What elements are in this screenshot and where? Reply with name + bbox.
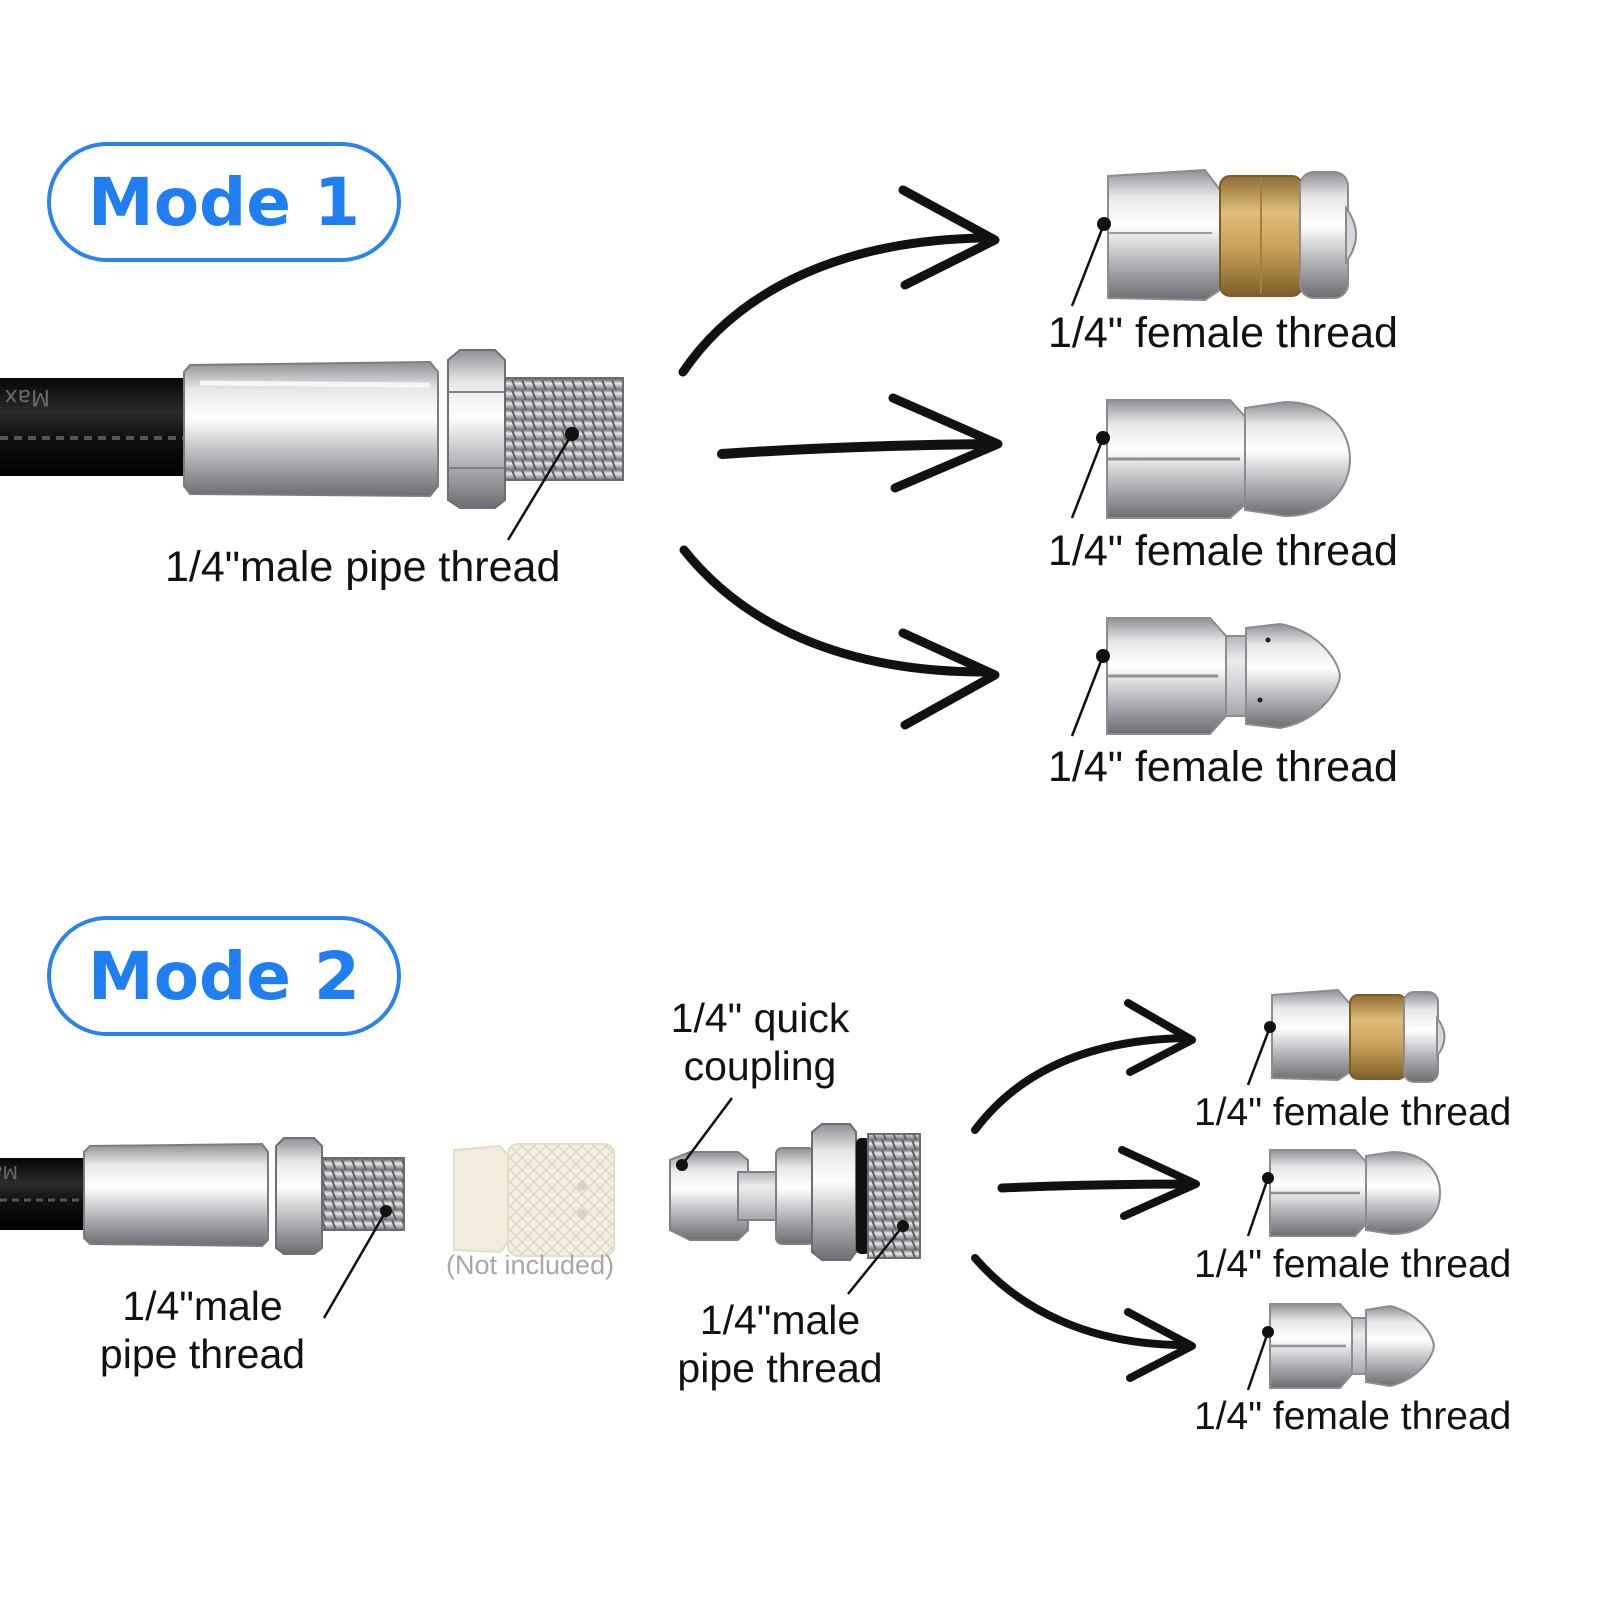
mode2-hose-thread-label-line1: 1/4"male — [122, 1283, 283, 1329]
mode2-ferrule — [83, 1142, 269, 1248]
mode1-nozzle-pointed — [1070, 617, 1342, 737]
mode2-nozzle3-label: 1/4" female thread — [1194, 1395, 1512, 1438]
mode2-nozzle2-label: 1/4" female thread — [1194, 1243, 1512, 1286]
mode1-hose-callout — [506, 427, 579, 541]
mode1-nozzle2-label: 1/4" female thread — [1048, 527, 1398, 575]
mode1-arrow-down — [679, 545, 1000, 730]
mode2-quick-coupling-label-line1: 1/4" quick — [670, 995, 850, 1041]
mode2-hose-thread-label-line2: pipe thread — [99, 1331, 306, 1378]
mode2-plug-thread-label-line1: 1/4"male — [699, 1297, 861, 1343]
mode1-nozzle-rotating — [1070, 168, 1357, 307]
mode1-arrow-mid — [717, 393, 1003, 493]
mode1-ferrule — [183, 360, 439, 498]
mode2-hose-thread-label: 1/4"male pipe thread — [80, 1282, 325, 1379]
mode2-nozzle-pointed — [1246, 1303, 1436, 1391]
mode2-male-thread — [321, 1157, 405, 1231]
mode1-hose-assembly: Max 1 — [0, 349, 624, 509]
mode2-quick-coupling-label: 1/4" quick coupling — [650, 994, 870, 1091]
mode1-hose-print: Max 1 — [0, 384, 50, 409]
mode2-quick-plug — [669, 1097, 921, 1295]
mode1-nozzle3-label: 1/4" female thread — [1048, 743, 1398, 791]
mode2-quick-coupler-socket — [453, 1143, 615, 1257]
mode2-quick-coupling-label-line2: coupling — [683, 1043, 837, 1090]
mode1-male-thread — [504, 377, 624, 481]
mode2-not-included-note: (Not included) — [446, 1250, 615, 1280]
mode1-hose — [0, 378, 195, 476]
mode2-hose-print: Max — [0, 1161, 18, 1182]
mode2-plug-thread-label-line2: pipe thread — [677, 1345, 883, 1392]
mode2-badge: Mode 2 — [47, 916, 401, 1036]
mode2-hose — [0, 1158, 88, 1230]
mode1-badge: Mode 1 — [47, 142, 401, 262]
mode2-nozzle-rotating — [1246, 988, 1446, 1086]
mode2-arrow-mid — [997, 1146, 1200, 1220]
mode2-plug-thread-label: 1/4"male pipe thread — [660, 1296, 900, 1393]
mode1-arrow-up — [678, 185, 1000, 377]
mode2-arrow-up — [971, 999, 1196, 1134]
mode1-hose-thread-label: 1/4"male pipe thread — [165, 543, 561, 591]
mode1-nozzle-round — [1070, 399, 1352, 519]
mode2-hose-assembly: Max — [0, 1137, 405, 1319]
mode2-nozzle1-label: 1/4" female thread — [1194, 1091, 1512, 1134]
mode1-hex-nut — [447, 349, 506, 509]
mode2-nozzle-round — [1246, 1149, 1442, 1237]
mode2-hex-nut — [275, 1137, 323, 1255]
mode1-nozzle1-label: 1/4" female thread — [1048, 309, 1398, 357]
mode2-arrow-down — [971, 1254, 1196, 1382]
